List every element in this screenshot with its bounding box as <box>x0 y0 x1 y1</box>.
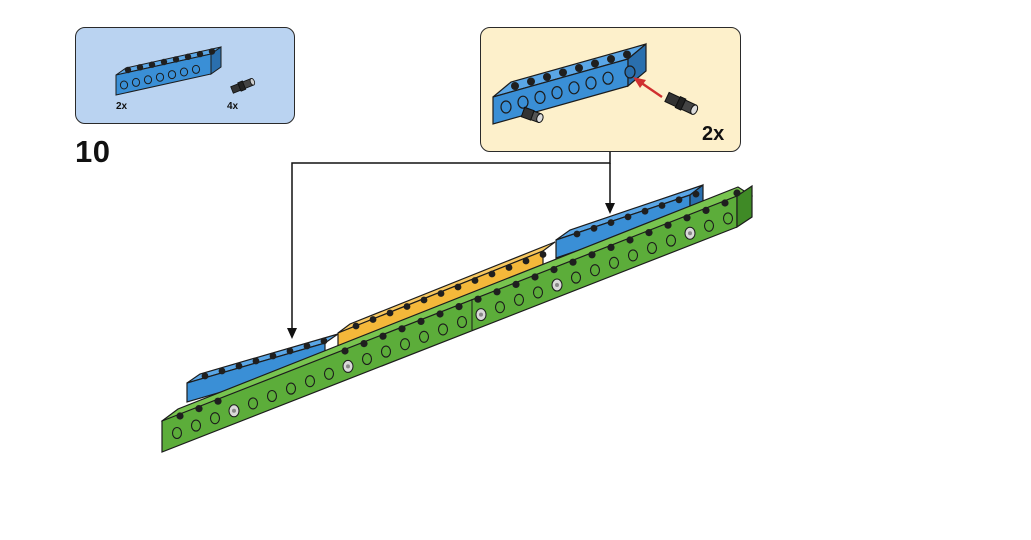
insert-arrow <box>633 77 663 98</box>
green-beam <box>160 184 754 453</box>
callout-arrowhead-right <box>605 203 615 214</box>
parts-beam-icon <box>115 46 222 96</box>
blue-beam-left <box>186 333 339 403</box>
parts-pin-icon <box>230 77 256 94</box>
callout-lines <box>291 152 611 330</box>
step-number: 10 <box>75 134 111 169</box>
sub-assembly-quantity: 2x <box>702 123 725 145</box>
blue-beam-right <box>555 183 704 259</box>
pin-quantity: 4x <box>227 101 239 112</box>
green-beam-pins <box>228 226 696 418</box>
beam-quantity: 2x <box>116 101 128 112</box>
sub-assembly-pin-icon <box>664 91 699 115</box>
callout-arrowhead-left <box>287 328 297 339</box>
sub-assembly-beam-icon <box>492 42 647 125</box>
